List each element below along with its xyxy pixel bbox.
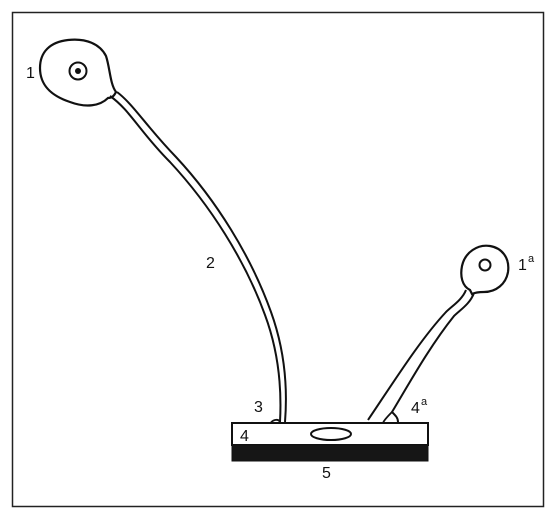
label-4: 4 (240, 428, 249, 445)
label-1a: 1 (518, 257, 527, 274)
label-2: 2 (206, 255, 215, 272)
axon-2-outer (109, 95, 282, 423)
axon-1a-inner (390, 292, 475, 423)
label-5: 5 (322, 465, 331, 482)
label-4a: 4 (411, 400, 420, 417)
label-1a-superscript: a (528, 253, 535, 265)
label-1: 1 (26, 65, 35, 82)
band-ellipse (310, 427, 352, 441)
neuron-1a-nucleus (478, 258, 492, 272)
axon-1a-outer (367, 289, 467, 421)
label-3: 3 (254, 399, 263, 416)
label-4a-superscript: a (421, 396, 428, 408)
axon-2-inner (116, 91, 287, 423)
segment-5-band (231, 444, 429, 462)
neuron-1-nucleolus (75, 68, 81, 74)
